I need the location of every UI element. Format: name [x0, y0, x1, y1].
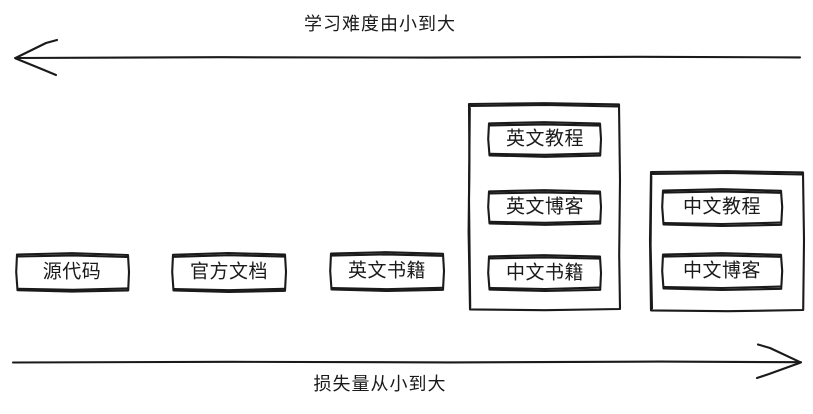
node-label-chinese-books: 中文书籍	[505, 261, 585, 284]
node-label-english-blog: 英文博客	[505, 195, 585, 218]
node-label-official-docs: 官方文档	[189, 260, 269, 283]
node-label-chinese-tutorial: 中文教程	[682, 195, 762, 218]
node-box-chinese-tutorial	[661, 188, 784, 228]
top-axis-arrow	[13, 38, 802, 77]
node-box-chinese-blog	[661, 252, 784, 292]
node-box-official-docs	[171, 251, 288, 294]
bottom-axis-arrow	[11, 343, 803, 380]
chinese-group-box	[648, 170, 806, 313]
node-box-chinese-books	[487, 254, 603, 293]
node-label-english-books: 英文书籍	[347, 259, 427, 282]
node-label-source-code: 源代码	[42, 260, 102, 283]
node-box-english-tutorial	[487, 121, 603, 158]
node-label-chinese-blog: 中文博客	[682, 259, 762, 282]
node-box-english-blog	[487, 189, 603, 226]
top-axis-label: 学习难度由小到大	[304, 14, 456, 35]
english-group-box	[467, 102, 622, 312]
bottom-axis-label: 损失量从小到大	[313, 374, 447, 395]
node-box-english-books	[329, 251, 446, 293]
node-box-source-code	[15, 252, 131, 293]
node-label-english-tutorial: 英文教程	[505, 127, 585, 150]
